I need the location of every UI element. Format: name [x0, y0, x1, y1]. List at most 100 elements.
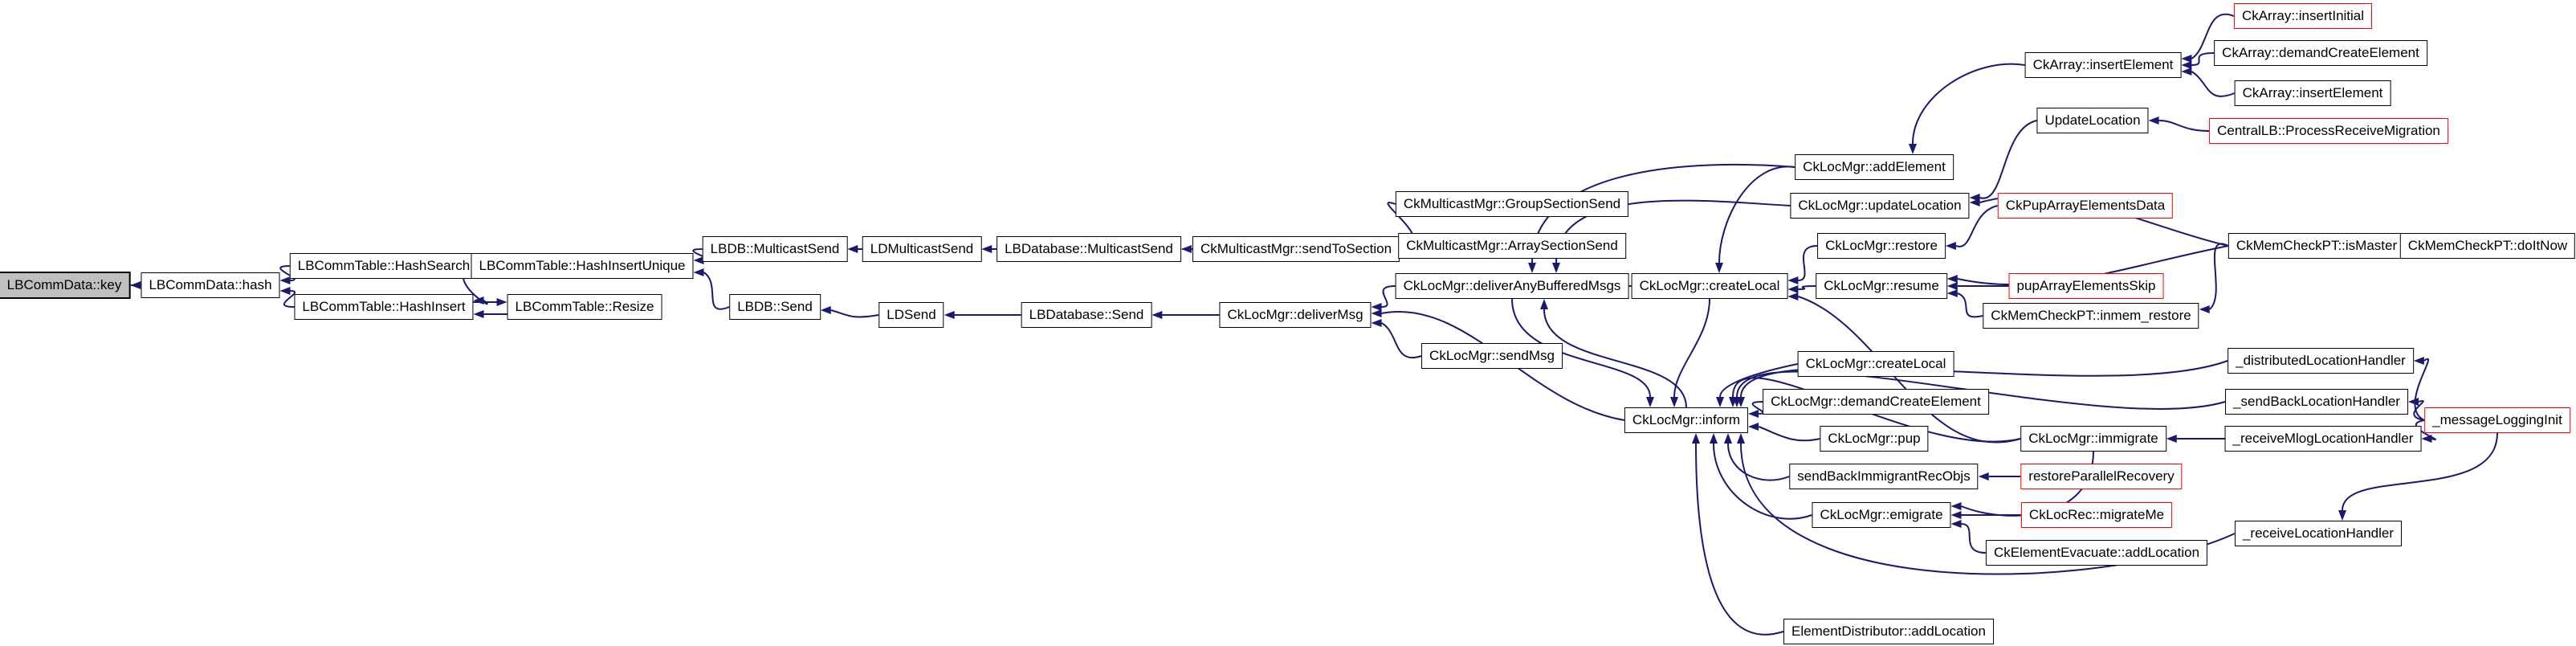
graph-node-messageLoggingInit[interactable]: _messageLoggingInit [2424, 407, 2570, 433]
call-edge-arrowhead [2413, 357, 2424, 365]
call-edge [2415, 419, 2436, 440]
graph-node-demandCreateElementLoc[interactable]: CkLocMgr::demandCreateElement [1763, 389, 1989, 415]
graph-node-pupArrayElementsData[interactable]: CkPupArrayElementsData [1997, 193, 2174, 219]
call-edge-arrowhead [1787, 276, 1799, 284]
graph-node-deliverAnyBufferedMsgs[interactable]: CkLocMgr::deliverAnyBufferedMsgs [1395, 273, 1629, 299]
call-edge-arrowhead [1978, 472, 1989, 480]
graph-node-lbdatabaseSend[interactable]: LBDatabase::Send [1021, 302, 1152, 328]
graph-node-hashInsert[interactable]: LBCommTable::HashInsert [294, 294, 474, 320]
graph-node-restore[interactable]: CkLocMgr::restore [1817, 233, 1946, 259]
graph-node-insertElementHub[interactable]: CkArray::insertElement [2024, 52, 2182, 78]
call-edge-arrowhead [693, 268, 704, 276]
graph-node-key[interactable]: LBCommData::key [0, 272, 131, 299]
call-edge-arrowhead [2407, 398, 2419, 406]
call-edge [1695, 443, 1784, 636]
graph-node-inform[interactable]: CkLocMgr::inform [1624, 407, 1749, 433]
call-edge-arrowhead [1646, 397, 1654, 407]
call-edge [2191, 71, 2235, 97]
call-edge [1979, 120, 2037, 199]
call-edge [1543, 309, 1687, 408]
graph-node-pup[interactable]: CkLocMgr::pup [1820, 426, 1929, 452]
graph-node-demandCreateElementArr[interactable]: CkArray::demandCreateElement [2214, 40, 2427, 66]
graph-node-sendBackImmigrantRecObjs[interactable]: sendBackImmigrantRecObjs [1789, 464, 1979, 489]
graph-node-updateLocationFree[interactable]: UpdateLocation [2036, 108, 2149, 133]
graph-node-insertElementLeaf[interactable]: CkArray::insertElement [2234, 80, 2391, 106]
call-edge [1719, 363, 1798, 398]
graph-node-inmemRestore[interactable]: CkMemCheckPT::inmem_restore [1983, 303, 2199, 329]
call-edge [703, 272, 730, 310]
graph-node-receiveMlogLocationHandler[interactable]: _receiveMlogLocationHandler [2224, 426, 2422, 452]
graph-node-elementDistributorAddLocation[interactable]: ElementDistributor::addLocation [1783, 619, 1994, 644]
call-edge-arrowhead [1945, 242, 1956, 250]
graph-node-addElement[interactable]: CkLocMgr::addElement [1795, 154, 1954, 180]
graph-node-hashInsertUnique[interactable]: LBCommTable::HashInsertUnique [471, 253, 694, 279]
call-edge-arrowhead [2181, 55, 2192, 63]
graph-node-arraySectionSend[interactable]: CkMulticastMgr::ArraySectionSend [1398, 233, 1626, 259]
call-edge-arrowhead [1909, 144, 1917, 154]
graph-node-groupSectionSend[interactable]: CkMulticastMgr::GroupSectionSend [1395, 191, 1629, 217]
call-edge-arrowhead [847, 245, 858, 253]
graph-node-deliverMsg[interactable]: CkLocMgr::deliverMsg [1219, 302, 1372, 328]
graph-node-hash[interactable]: LBCommData::hash [141, 272, 280, 298]
call-edge-arrowhead [130, 281, 141, 289]
call-edge-arrowhead [1528, 263, 1536, 273]
graph-node-updateLocation[interactable]: CkLocMgr::updateLocation [1790, 193, 1970, 219]
graph-node-ldSend[interactable]: LDSend [878, 302, 944, 328]
call-edge-arrowhead [1946, 289, 1958, 297]
call-edge-arrowhead [693, 256, 704, 264]
graph-node-hashSearch[interactable]: LBCommTable::HashSearch [289, 253, 479, 279]
call-edge-arrowhead [1950, 520, 1962, 528]
call-edge [1736, 370, 2226, 410]
call-edge [1758, 426, 1820, 442]
graph-node-emigrate[interactable]: CkLocMgr::emigrate [1812, 502, 1951, 528]
call-edge-arrowhead [1692, 433, 1700, 444]
call-edge-arrowhead [1710, 433, 1718, 444]
graph-node-pupArrayElementsSkip[interactable]: pupArrayElementsSkip [2008, 273, 2164, 299]
call-edge-arrowhead [496, 298, 507, 306]
graph-node-resize[interactable]: LBCommTable::Resize [507, 294, 662, 320]
graph-node-restoreParallelRecovery[interactable]: restoreParallelRecovery [2020, 464, 2183, 489]
graph-node-sendMsg[interactable]: CkLocMgr::sendMsg [1421, 343, 1563, 369]
call-edge-arrowhead [1787, 292, 1799, 301]
graph-node-migrateMe[interactable]: CkLocRec::migrateMe [2020, 502, 2173, 528]
call-edge [1511, 298, 1651, 398]
graph-node-lbdatabaseMulticastSend[interactable]: LBDatabase::MulticastSend [997, 236, 1181, 262]
graph-node-createLocalLeaf[interactable]: CkLocMgr::createLocal [1797, 351, 1954, 377]
call-edge-arrowhead [820, 306, 831, 314]
graph-node-lbdbMulticastSend[interactable]: LBDB::MulticastSend [702, 236, 848, 262]
graph-node-processReceiveMigration[interactable]: CentralLB::ProcessReceiveMigration [2209, 118, 2448, 144]
call-edge-arrowhead [1716, 397, 1724, 407]
graph-node-isMaster[interactable]: CkMemCheckPT::isMaster [2228, 233, 2406, 259]
call-edge-arrowhead [1946, 275, 1958, 283]
call-edge-arrowhead [1748, 423, 1759, 431]
graph-node-createLocalMain[interactable]: CkLocMgr::createLocal [1631, 273, 1788, 299]
call-edge [1751, 401, 1764, 415]
graph-node-distributedLocationHandler[interactable]: _distributedLocationHandler [2228, 348, 2414, 374]
call-edge-arrowhead [279, 276, 291, 284]
call-edge [1718, 166, 1795, 264]
graph-node-sendToSection[interactable]: CkMulticastMgr::sendToSection [1192, 236, 1400, 262]
call-edge-arrowhead [1715, 263, 1723, 273]
graph-node-doItNow[interactable]: CkMemCheckPT::doItNow [2399, 233, 2576, 259]
call-edge-arrowhead [2338, 510, 2346, 521]
call-edge-arrowhead [1552, 263, 1560, 273]
call-edge-arrowhead [1950, 502, 1962, 510]
graph-node-immigrate[interactable]: CkLocMgr::immigrate [2020, 426, 2166, 452]
call-edge-arrowhead [1737, 433, 1745, 444]
call-edge-arrowhead [1371, 319, 1382, 327]
call-edge [830, 309, 879, 318]
call-edge-arrowhead [2181, 67, 2192, 76]
call-edge [1957, 292, 1983, 318]
graph-node-receiveLocationHandler[interactable]: _receiveLocationHandler [2234, 521, 2403, 546]
graph-node-resume[interactable]: CkLocMgr::resume [1816, 273, 1947, 299]
graph-node-elementEvacuateAddLocation[interactable]: CkElementEvacuate::addLocation [1985, 540, 2208, 566]
call-edge-arrowhead [1724, 433, 1732, 444]
graph-node-ldMulticastSend[interactable]: LDMulticastSend [862, 236, 982, 262]
graph-node-lbdbSend[interactable]: LBDB::Send [729, 294, 821, 320]
call-edge-arrowhead [2148, 117, 2159, 125]
call-edge [1713, 443, 1812, 520]
call-edge-arrowhead [1733, 397, 1741, 407]
graph-node-insertInitial[interactable]: CkArray::insertInitial [2233, 3, 2373, 29]
graph-node-sendBackLocationHandler[interactable]: _sendBackLocationHandler [2225, 389, 2408, 415]
